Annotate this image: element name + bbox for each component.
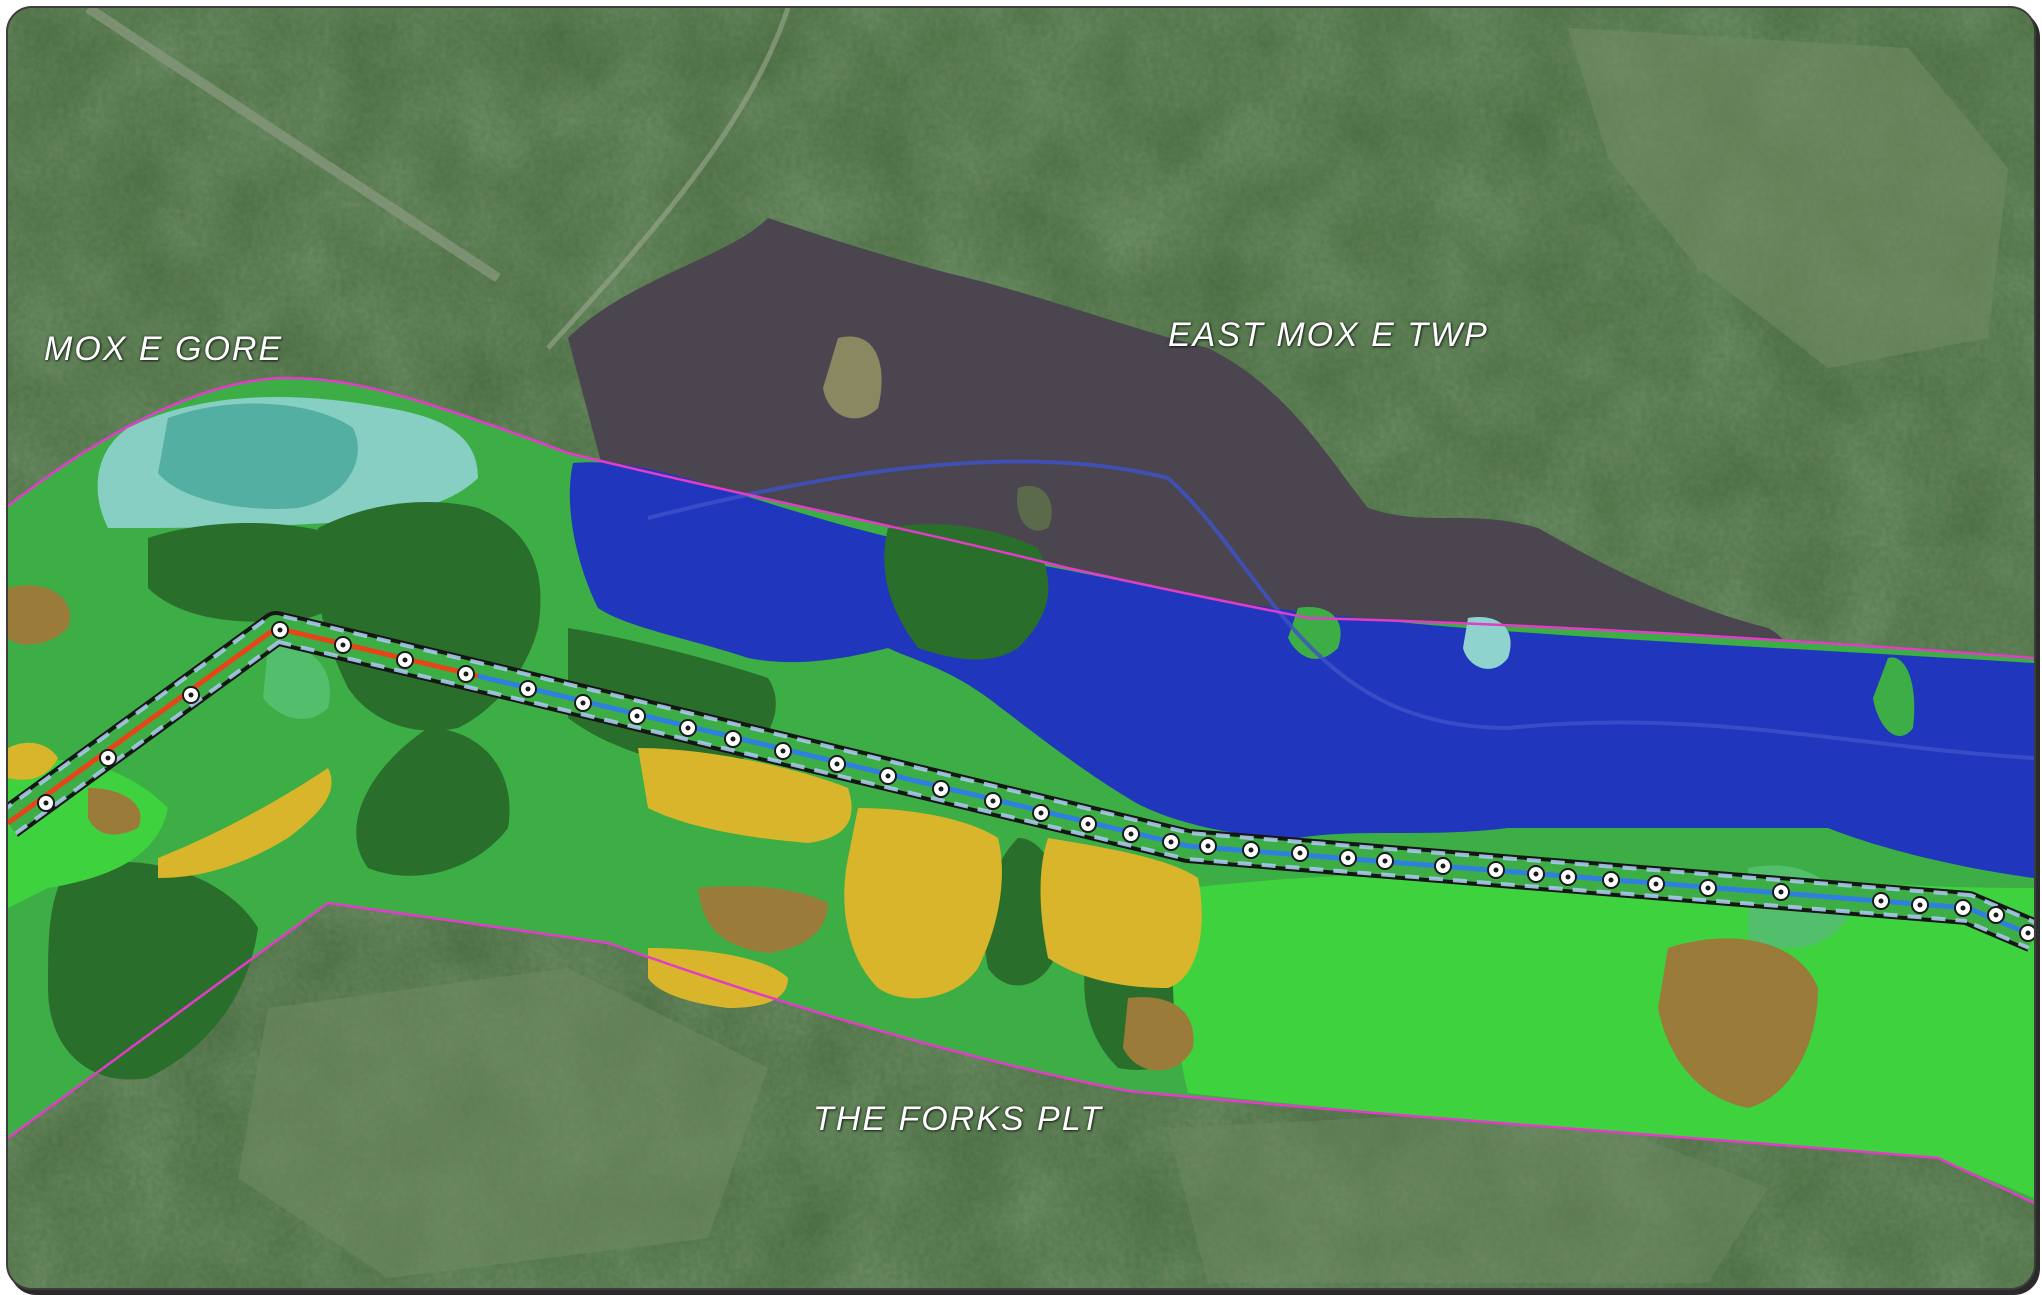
structure-point-icon xyxy=(1647,875,1665,893)
structure-point-icon xyxy=(828,755,846,773)
map-canvas xyxy=(8,8,2034,1288)
pond-island-2 xyxy=(1017,486,1052,531)
structure-point-icon xyxy=(182,686,200,704)
structure-point-icon xyxy=(1376,852,1394,870)
town-label-mox-e-gore: MOX E GORE xyxy=(44,330,284,368)
structure-point-icon xyxy=(1987,906,2005,924)
field-yellow-3 xyxy=(1040,838,1202,988)
structure-point-icon xyxy=(1872,892,1890,910)
field-yellow-1 xyxy=(638,748,852,843)
road-north xyxy=(546,8,791,350)
town-label-the-forks-plt: THE FORKS PLT xyxy=(813,1100,1103,1138)
structure-point-icon xyxy=(679,719,697,737)
railroad-bed xyxy=(85,8,501,283)
pond-island xyxy=(823,336,882,419)
patch-brown-4 xyxy=(1123,997,1194,1071)
aerial-clearing-sw xyxy=(238,968,768,1278)
aerial-clearing-se xyxy=(1168,1108,1768,1283)
forest-dark-3 xyxy=(356,728,510,876)
structure-points xyxy=(37,621,2034,942)
forest-dark-4 xyxy=(48,861,258,1080)
structure-point-icon xyxy=(984,792,1002,810)
water-island-light xyxy=(1463,617,1511,669)
structure-point-icon xyxy=(574,694,592,712)
patch-brown-1 xyxy=(698,886,828,953)
structure-point-icon xyxy=(1199,837,1217,855)
field-bright-south xyxy=(1173,871,2034,1198)
structure-point-icon xyxy=(628,707,646,725)
structure-point-icon xyxy=(2019,924,2034,942)
structure-point-icon xyxy=(879,767,897,785)
structure-point-icon xyxy=(457,665,475,683)
water-channel xyxy=(647,459,2034,760)
structure-point-icon xyxy=(1162,833,1180,851)
structure-point-icon xyxy=(1699,879,1717,897)
structure-point-icon xyxy=(519,680,537,698)
structure-point-icon xyxy=(1339,849,1357,867)
structure-point-icon xyxy=(1079,815,1097,833)
field-pale-1 xyxy=(263,646,330,719)
structure-point-icon xyxy=(1954,899,1972,917)
structure-point-icon xyxy=(99,749,117,767)
structure-point-icon xyxy=(1122,825,1140,843)
town-boundary-south xyxy=(8,901,2034,1205)
field-yellow-edge-far-w xyxy=(8,742,58,780)
field-yellow-edge-w xyxy=(158,768,332,878)
water-island-green xyxy=(1873,657,1915,737)
structure-point-icon xyxy=(396,651,414,669)
patch-brown-5 xyxy=(8,585,70,645)
structure-point-icon xyxy=(1434,857,1452,875)
forest-dark-1 xyxy=(148,523,356,622)
structure-point-icon xyxy=(1242,841,1260,859)
structure-point-icon xyxy=(1911,896,1929,914)
structure-point-icon xyxy=(932,780,950,798)
structure-point-icon xyxy=(1559,868,1577,886)
structure-point-icon xyxy=(1291,844,1309,862)
structure-point-icon xyxy=(1032,804,1050,822)
structure-point-icon xyxy=(271,621,289,639)
wetland-teal xyxy=(158,403,358,509)
structure-point-icon xyxy=(1527,865,1545,883)
structure-point-icon xyxy=(1602,871,1620,889)
water-peninsula-1 xyxy=(884,524,1049,660)
structure-point-icon xyxy=(37,794,55,812)
patch-brown-2 xyxy=(1658,938,1818,1108)
town-boundary-north xyxy=(8,376,2034,660)
structure-point-icon xyxy=(334,636,352,654)
structure-point-icon xyxy=(724,730,742,748)
aerial-clearing-ne xyxy=(1568,28,2008,368)
patch-brown-3 xyxy=(88,788,141,835)
field-yellow-2 xyxy=(844,808,1002,999)
structure-point-icon xyxy=(774,742,792,760)
town-label-east-mox-e-twp: EAST MOX E TWP xyxy=(1168,316,1489,354)
structure-point-icon xyxy=(1487,861,1505,879)
water-peninsula-2 xyxy=(1288,607,1341,659)
structure-point-icon xyxy=(1772,883,1790,901)
map-frame: MOX E GORE EAST MOX E TWP THE FORKS PLT xyxy=(6,6,2036,1290)
